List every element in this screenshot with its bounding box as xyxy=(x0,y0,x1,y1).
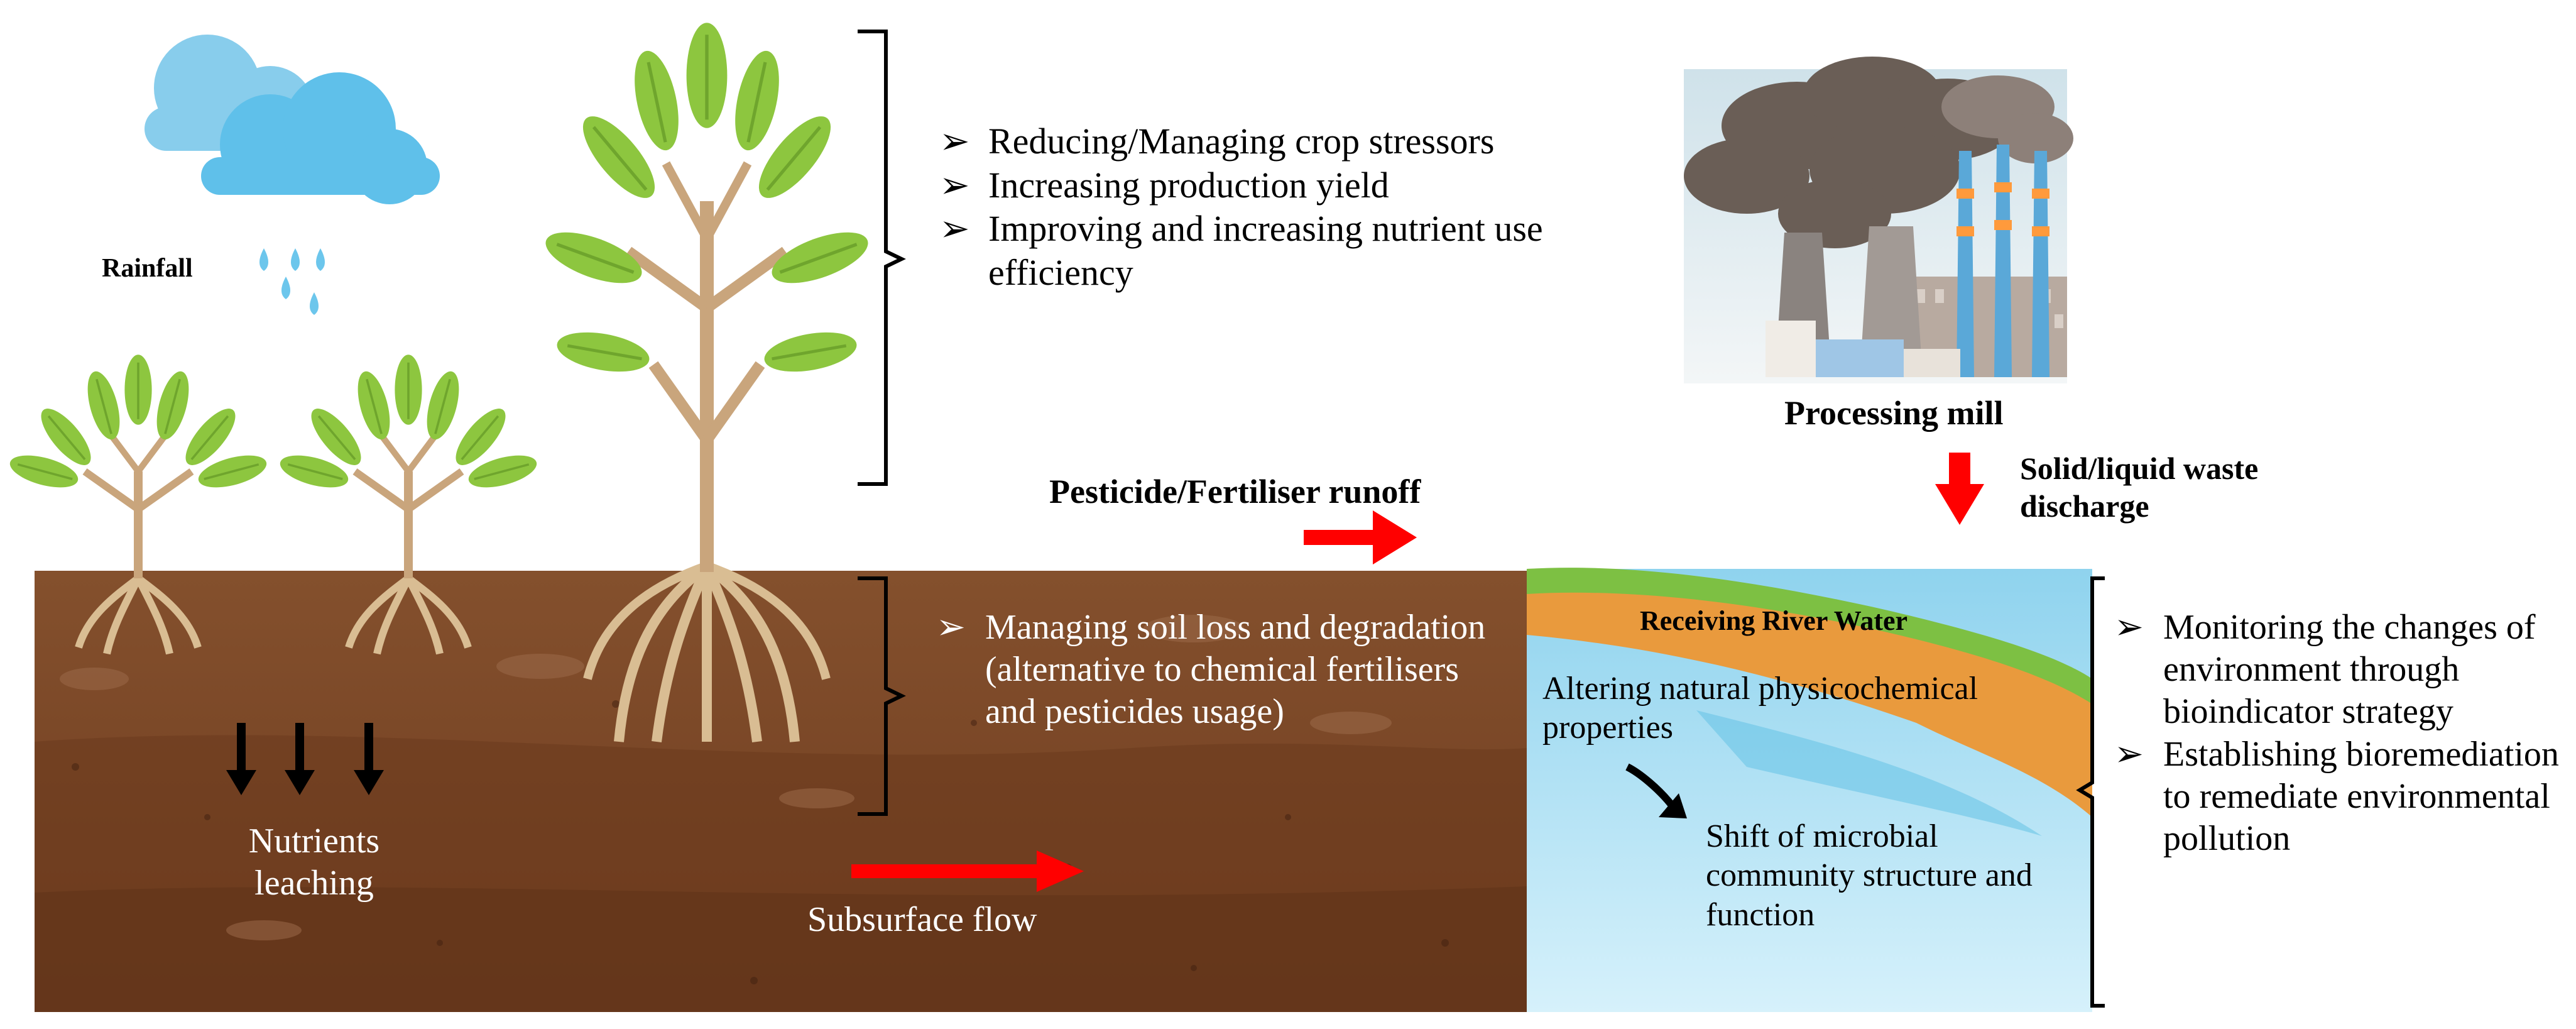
crop-benefit-text: Increasing production yield xyxy=(988,164,1389,206)
rainfall-label: Rainfall xyxy=(102,254,193,283)
crop-benefit-item: ➢ Increasing production yield xyxy=(939,163,1605,207)
altering-properties-label: Altering natural physicochemical propert… xyxy=(1542,671,1978,746)
crop-benefit-item: ➢ Improving and increasing nutrient use e… xyxy=(939,207,1605,294)
arrow-icon-microbial-shift xyxy=(1625,763,1687,818)
rain-drop-icon xyxy=(259,248,325,315)
river-benefits-list: ➢ Monitoring the changes of environment t… xyxy=(2114,607,2567,860)
soil-block xyxy=(35,571,1527,1012)
bracket-river-benefits xyxy=(2076,576,2105,1008)
arrow-icon-runoff xyxy=(1304,510,1417,564)
river-benefit-item: ➢ Establishing bioremediation to remediat… xyxy=(2114,734,2567,861)
pesticide-runoff-label: Pesticide/Fertiliser runoff xyxy=(1049,473,1421,510)
bullet-arrow-icon: ➢ xyxy=(2114,608,2144,647)
crop-benefit-text: Improving and increasing nutrient use ef… xyxy=(988,208,1543,293)
bracket-soil-benefits xyxy=(858,576,906,816)
microbial-shift-label: Shift of microbial community structure a… xyxy=(1706,818,2033,933)
river-benefit-text: Establishing bioremediation to remediate… xyxy=(2163,734,2559,858)
soil-benefits-list: ➢ Managing soil loss and degradation (alt… xyxy=(936,607,1495,734)
subsurface-flow-label: Subsurface flow xyxy=(807,900,1037,939)
soil-benefit-item: ➢ Managing soil loss and degradation (alt… xyxy=(936,607,1495,734)
waste-discharge-label: Solid/liquid waste discharge xyxy=(2020,451,2259,524)
bullet-arrow-icon: ➢ xyxy=(939,164,970,206)
receiving-river-label: Receiving River Water xyxy=(1640,605,1908,636)
bracket-crop-benefits xyxy=(858,30,906,486)
cloud-icon xyxy=(145,35,440,204)
soil-benefit-text: Managing soil loss and degradation (alte… xyxy=(985,608,1486,732)
river-water-block xyxy=(1527,568,2092,1012)
plant-icon-large xyxy=(540,23,875,742)
arrow-icon-leaching xyxy=(226,723,384,795)
river-benefit-text: Monitoring the changes of environment th… xyxy=(2163,608,2536,732)
nutrients-leaching-label: Nutrients leaching xyxy=(248,822,380,903)
crop-benefit-item: ➢ Reducing/Managing crop stressors xyxy=(939,119,1605,163)
arrow-icon-subsurface xyxy=(851,850,1084,892)
bullet-arrow-icon: ➢ xyxy=(939,121,970,162)
bullet-arrow-icon: ➢ xyxy=(936,608,966,647)
crop-benefits-list: ➢ Reducing/Managing crop stressors ➢ Incre… xyxy=(939,119,1605,294)
factory-icon xyxy=(1684,57,2073,383)
bullet-arrow-icon: ➢ xyxy=(2114,734,2144,774)
crop-benefit-text: Reducing/Managing crop stressors xyxy=(988,121,1495,162)
processing-mill-label: Processing mill xyxy=(1784,394,2004,432)
river-benefit-item: ➢ Monitoring the changes of environment t… xyxy=(2114,607,2567,734)
bullet-arrow-icon: ➢ xyxy=(939,208,970,250)
arrow-icon-discharge xyxy=(1935,453,1984,525)
